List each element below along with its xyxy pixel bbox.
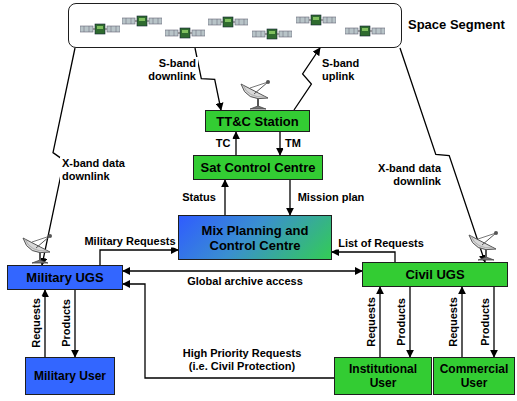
box-label: Military UGS: [23, 270, 106, 285]
satellite: [122, 16, 162, 26]
flow-arrow: [224, 180, 225, 215]
flow-arrow: [289, 180, 290, 215]
edge-label: Products: [395, 296, 408, 348]
edge-label: High Priority Requests (i.e. Civil Prote…: [172, 347, 312, 373]
box-label: Sat Control Centre: [198, 160, 319, 175]
edge-label: Requests: [447, 295, 460, 349]
box-label: Civil UGS: [402, 267, 467, 282]
station-box: TT&C Station: [205, 110, 310, 132]
flow-arrow: [461, 287, 462, 357]
user-box: Commercial User: [433, 357, 515, 395]
edge-label: S-band uplink: [320, 57, 376, 83]
flow-arrow: [332, 252, 395, 262]
flow-arrow: [44, 290, 45, 357]
edge-label: Military Requests: [82, 235, 177, 248]
edge-label: X-band data downlink: [355, 162, 443, 188]
segment-heading: Space Segment: [408, 17, 505, 32]
edge-label: Products: [60, 297, 73, 349]
user-box: Military User: [25, 357, 115, 395]
flow-arrow: [493, 287, 494, 357]
edge-label: Requests: [30, 296, 43, 350]
flow-arrow: [74, 290, 75, 357]
user-box: Institutional User: [334, 357, 432, 395]
flow-arrow: [294, 48, 320, 110]
edge-label: TM: [283, 137, 303, 150]
box-label: Mix Planning and Control Centre: [179, 223, 331, 253]
flow-arrow: [123, 270, 362, 271]
edge-label: Status: [180, 191, 218, 204]
box-label: TT&C Station: [213, 114, 301, 129]
satellite: [165, 28, 205, 38]
box-label: Commercial User: [434, 362, 514, 390]
flow-arrow: [279, 132, 280, 155]
ground-segment-box: Civil UGS: [362, 262, 508, 287]
box-label: Military User: [31, 369, 109, 383]
edge-label: S-band downlink: [138, 57, 198, 83]
edge-label: Requests: [365, 295, 378, 349]
satellite: [296, 15, 336, 25]
antenna-dish: [241, 80, 270, 109]
satellite: [345, 26, 385, 36]
flow-arrow: [100, 250, 178, 265]
flow-arrow: [235, 132, 236, 155]
box-label: Institutional User: [335, 362, 431, 390]
control-box: Sat Control Centre: [193, 155, 323, 180]
flow-arrow: [123, 284, 334, 378]
flow-arrow: [379, 287, 380, 357]
flow-arrow: [195, 48, 221, 110]
antenna-dish: [23, 234, 52, 263]
edge-label: Mission plan: [296, 191, 367, 204]
edge-label: List of Requests: [336, 237, 426, 250]
planning-box: Mix Planning and Control Centre: [178, 215, 332, 260]
flow-arrow: [400, 48, 485, 262]
satellite: [208, 17, 248, 27]
segment-box: Space Segment: [68, 3, 402, 48]
edge-label: Global archive access: [185, 275, 305, 288]
satellite: [80, 24, 120, 34]
satellite: [252, 29, 292, 39]
edge-label: Products: [479, 296, 492, 348]
edge-label: X-band data downlink: [60, 157, 146, 183]
ground-segment-box: Military UGS: [7, 265, 123, 290]
antenna-dish: [469, 231, 498, 260]
flow-arrow: [409, 287, 410, 357]
edge-label: TC: [214, 137, 233, 150]
